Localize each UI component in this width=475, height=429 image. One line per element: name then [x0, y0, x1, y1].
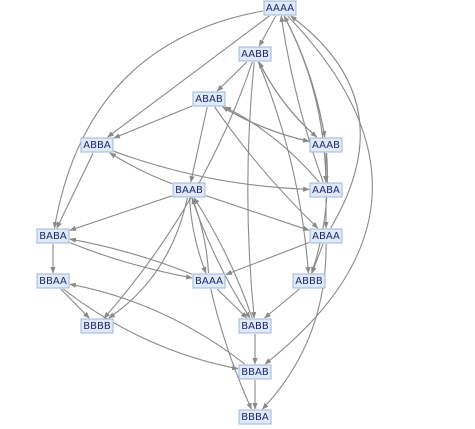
edge-abab-to-abaa — [214, 106, 319, 229]
node-bbba: BBBA — [238, 409, 272, 425]
node-box — [172, 182, 206, 198]
edge-baaa-to-babb — [216, 288, 248, 319]
node-aabb: AABB — [238, 46, 272, 62]
edge-baab-to-baaa — [188, 197, 207, 274]
edge-abbb-to-babb — [264, 288, 300, 319]
edge-abaa-to-baaa — [225, 241, 310, 276]
node-box — [36, 273, 70, 289]
edge-abba-to-baba — [56, 152, 94, 229]
node-label: AAAB — [312, 140, 340, 151]
edge-abab-to-abba — [113, 105, 193, 139]
node-box — [292, 273, 326, 289]
node-abaa: ABAA — [309, 228, 343, 244]
edge-abba-to-aaba — [113, 150, 310, 192]
edge-babb-to-baab — [193, 197, 253, 319]
edge-baab-to-bbbb — [108, 197, 188, 319]
nodes-layer: AAAA AABB ABAB ABBA AAAB BAAB AABA BABA ABAA BBAA… — [36, 0, 343, 425]
node-aaba: AABA — [309, 182, 343, 198]
edge-abab-to-baab — [189, 106, 208, 183]
edge-bbaa-to-bbbb — [60, 288, 90, 319]
node-label: BBBB — [83, 321, 111, 332]
edge-aabb-to-bbbb — [103, 61, 253, 319]
edge-aabb-to-babb — [247, 61, 257, 319]
node-box — [263, 0, 297, 16]
edge-baab-to-babb — [191, 197, 251, 319]
node-box — [80, 137, 114, 153]
node-abab: ABAB — [192, 91, 226, 107]
node-label: ABBB — [295, 276, 323, 287]
edge-aaaa-to-bbab — [264, 15, 373, 365]
edge-aaaa-to-abba — [107, 15, 270, 138]
node-bbbb: BBBB — [80, 318, 114, 334]
edge-abaa-to-aaaa — [290, 15, 361, 229]
edge-aaba-to-abab — [224, 106, 320, 183]
node-box — [36, 228, 70, 244]
node-label: BBBA — [241, 412, 269, 423]
node-box — [192, 273, 226, 289]
edge-aaab-to-aabb — [258, 61, 318, 138]
edge-baba-to-baaa — [69, 242, 193, 280]
node-bbaa: BBAA — [36, 273, 70, 289]
node-box — [238, 318, 272, 334]
edge-bbaa-to-bbab — [62, 288, 239, 371]
node-aaab: AAAB — [309, 137, 343, 153]
edge-aaaa-to-baba — [52, 10, 264, 229]
node-label: BBAA — [39, 276, 67, 287]
edge-bbab-to-bbaa — [69, 282, 246, 365]
node-abba: ABBA — [80, 137, 114, 153]
edge-aaab-to-abbb — [311, 152, 328, 274]
edge-aabb-to-abbb — [257, 61, 311, 274]
node-box — [309, 228, 343, 244]
node-label: BABA — [39, 231, 67, 242]
edges-layer — [50, 10, 373, 410]
node-baaa: BAAA — [192, 273, 226, 289]
node-label: ABAA — [312, 231, 340, 242]
edge-abaa-to-abbb — [311, 243, 324, 274]
node-box — [238, 46, 272, 62]
node-label: BAAA — [195, 276, 223, 287]
edge-baaa-to-bbba — [210, 288, 252, 410]
edge-aaba-to-aaaa — [279, 15, 324, 183]
node-label: BABB — [241, 321, 269, 332]
node-bbab: BBAB — [238, 364, 272, 380]
edge-aaaa-to-aabb — [258, 15, 277, 47]
node-box — [238, 409, 272, 425]
edge-abaa-to-bbba — [262, 243, 327, 410]
node-baba: BABA — [36, 228, 70, 244]
node-abbb: ABBB — [292, 273, 326, 289]
edge-aaaa-to-aaba — [283, 15, 329, 183]
edge-baab-to-baba — [69, 195, 173, 231]
node-baab: BAAB — [172, 182, 206, 198]
node-babb: BABB — [238, 318, 272, 334]
node-box — [192, 91, 226, 107]
node-label: AABA — [312, 185, 340, 196]
node-label: ABAB — [195, 94, 223, 105]
node-label: AAAA — [266, 3, 294, 14]
edge-baaa-to-baba — [69, 237, 193, 275]
node-label: BBAB — [241, 367, 269, 378]
node-box — [309, 182, 343, 198]
node-label: AABB — [241, 49, 269, 60]
node-aaaa: AAAA — [263, 0, 297, 16]
node-label: ABBA — [83, 140, 111, 151]
node-label: BAAB — [175, 185, 203, 196]
edge-baab-to-abaa — [205, 195, 310, 231]
edge-baab-to-abba — [109, 152, 173, 185]
node-box — [80, 318, 114, 334]
node-box — [238, 364, 272, 380]
edge-aabb-to-abab — [216, 61, 248, 92]
node-box — [309, 137, 343, 153]
